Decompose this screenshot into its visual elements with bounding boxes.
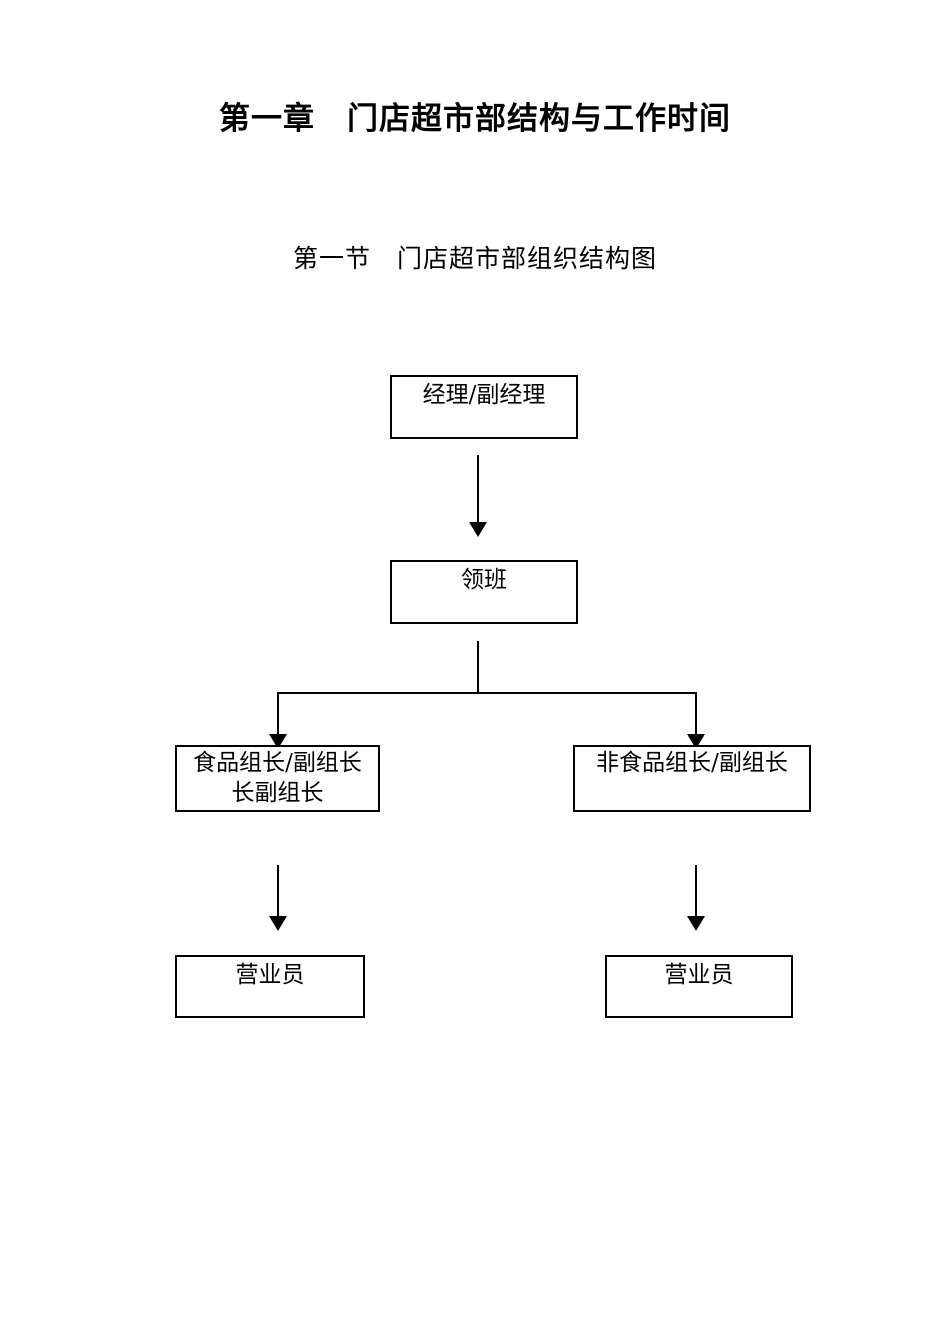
connector-food-clerk-arrowhead [269,916,287,931]
chapter-title: 第一章 门店超市部结构与工作时间 [219,101,731,137]
org-node-nonfood-leader-label: 非食品组长/副组长 [596,750,788,776]
org-node-supervisor-label: 领班 [461,567,507,593]
org-node-nonfood-leader: 非食品组长/副组长 [573,745,811,812]
org-node-food-leader-label-overflow: 长副组长 [231,780,324,806]
connector-nonfood-clerk-line [695,865,697,923]
connector-manager-supervisor-line [477,455,479,528]
connector-supervisor-stub [477,641,479,693]
org-node-clerk-left: 营业员 [175,955,365,1018]
org-node-food-leader-label: 食品组长/副组长 [193,750,362,776]
connector-supervisor-food-line [277,692,279,740]
org-node-clerk-left-label: 营业员 [235,962,305,988]
connector-nonfood-clerk-arrowhead [687,916,705,931]
connector-manager-supervisor-arrowhead [469,522,487,537]
section-title: 第一节 门店超市部组织结构图 [292,244,657,273]
connector-supervisor-nonfood-line [695,692,697,740]
org-node-manager-label: 经理/副经理 [422,382,546,408]
connector-food-clerk-line [277,865,279,923]
org-node-manager: 经理/副经理 [390,375,578,439]
org-node-clerk-right-label: 营业员 [664,962,734,988]
org-node-clerk-right: 营业员 [605,955,793,1018]
org-node-supervisor: 领班 [390,560,578,624]
connector-branch-horizontal-bar [277,692,697,694]
org-node-food-leader: 食品组长/副组长 长副组长 [175,745,380,812]
